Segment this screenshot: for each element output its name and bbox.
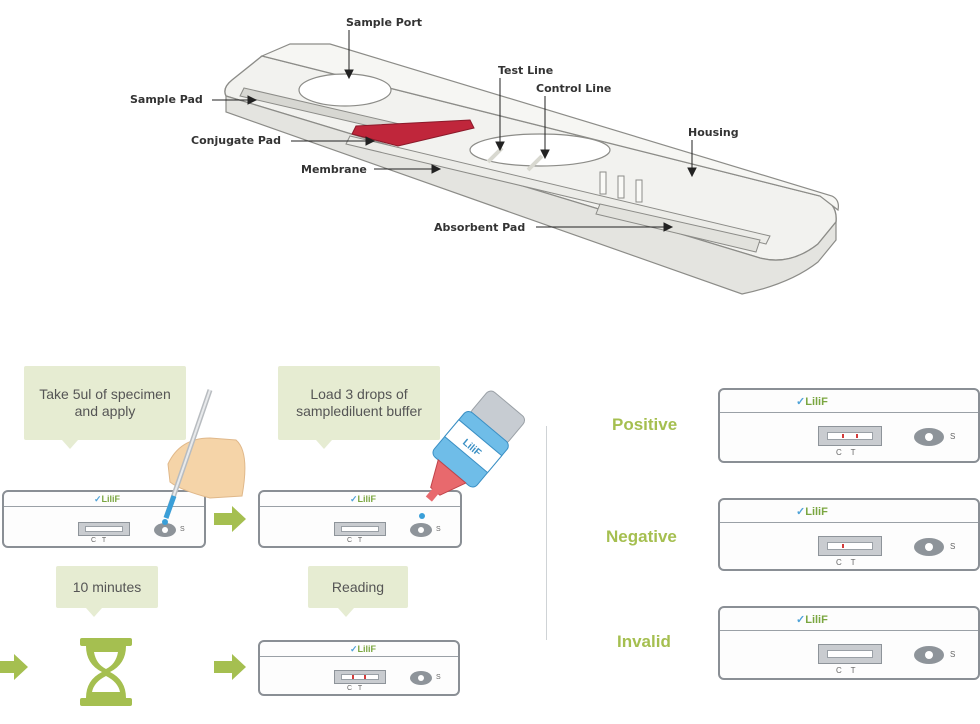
sample-port-well: [298, 73, 392, 107]
absorbent-pad-strip: [595, 203, 761, 253]
sample-port: [914, 428, 944, 446]
step2-text: Load 3 drops of samplediluent buffer: [296, 386, 422, 419]
result-window: [818, 536, 882, 556]
test-line: [364, 675, 366, 679]
section-divider: [546, 426, 547, 640]
housing-rib: [617, 175, 625, 199]
control-line: [842, 434, 844, 438]
cassette-brand: ✓LiliF: [796, 506, 828, 518]
cassette-brand: ✓LiliF: [796, 396, 828, 408]
cassette-step2: ✓LiliF C T S: [258, 490, 462, 548]
step3-bubble: 10 minutes: [56, 566, 158, 617]
cassette-brand: ✓LiliF: [94, 494, 120, 505]
result-negative-label: Negative: [606, 527, 677, 546]
result-window-opening: [469, 133, 611, 167]
result-window: [818, 644, 882, 664]
sample-port: [914, 538, 944, 556]
label-conjugate-pad: Conjugate Pad: [191, 134, 281, 147]
housing-rib: [635, 179, 643, 203]
cassette-positive: ✓LiliF C T S: [718, 388, 980, 463]
label-test-line: Test Line: [498, 64, 554, 77]
step3-text: 10 minutes: [72, 579, 142, 595]
ct-labels: C T: [347, 537, 363, 544]
label-sample-port: Sample Port: [346, 16, 423, 29]
s-label: S: [950, 650, 956, 659]
conjugate-pad-strip: [351, 119, 475, 147]
bubble-tail: [338, 608, 354, 617]
hourglass-icon: [80, 638, 132, 706]
cassette-brand: ✓LiliF: [350, 644, 377, 654]
test-line: [856, 434, 858, 438]
ct-labels: C T: [836, 448, 856, 457]
bubble-tail: [316, 440, 332, 449]
cassette-divider: [4, 506, 204, 507]
result-window: [334, 522, 386, 536]
bubble-tail: [86, 608, 102, 617]
arrow-right-icon: [0, 654, 28, 680]
ct-labels: C T: [347, 685, 363, 692]
step4-bubble: Reading: [308, 566, 408, 617]
arrow-right-icon: [214, 654, 246, 680]
cassette-divider: [260, 506, 460, 507]
cassette-step1: ✓LiliF C T S: [2, 490, 206, 548]
cassette-divider: [720, 522, 978, 523]
label-sample-pad: Sample Pad: [130, 93, 203, 106]
sample-port: [154, 523, 176, 537]
result-window: [818, 426, 882, 446]
control-line: [842, 544, 844, 548]
cassette-brand: ✓LiliF: [796, 614, 828, 626]
cassette-divider: [720, 412, 978, 413]
arrow-right-icon: [214, 506, 246, 532]
control-line: [352, 675, 354, 679]
s-label: S: [950, 542, 956, 551]
s-label: S: [950, 432, 956, 441]
step1-text: Take 5ul of specimen and apply: [39, 386, 171, 419]
sample-port: [410, 523, 432, 537]
result-positive-label: Positive: [612, 415, 678, 434]
housing-rim: [260, 43, 839, 212]
s-label: S: [180, 526, 185, 533]
cassette-negative: ✓LiliF C T S: [718, 498, 980, 571]
cassette-divider: [720, 630, 978, 631]
window-inner: [85, 526, 123, 532]
label-absorbent-pad: Absorbent Pad: [434, 221, 526, 234]
label-membrane: Membrane: [301, 163, 367, 176]
ct-labels: C T: [836, 558, 856, 567]
ct-labels: C T: [91, 537, 107, 544]
housing-rib: [599, 171, 607, 195]
result-window: [78, 522, 130, 536]
label-housing: Housing: [688, 126, 739, 139]
brand-text: LiliF: [101, 494, 121, 504]
cassette-invalid: ✓LiliF C T S: [718, 606, 980, 680]
sample-port: [410, 671, 432, 685]
label-control-line: Control Line: [536, 82, 612, 95]
hand-pipette-icon: [162, 389, 246, 525]
result-window: [334, 670, 386, 684]
s-label: S: [436, 526, 441, 533]
cassette-reading: ✓LiliF C T S: [258, 640, 460, 696]
bubble-tail: [62, 440, 78, 449]
control-line-mark: [526, 154, 544, 172]
step4-text: Reading: [331, 579, 385, 595]
cassette-divider: [260, 656, 458, 657]
s-label: S: [436, 674, 441, 681]
sample-port: [914, 646, 944, 664]
dropper-bottle-icon: LiliF: [419, 390, 525, 519]
result-invalid-label: Invalid: [617, 632, 671, 651]
lateral-flow-device-diagram: [212, 30, 839, 295]
leaf-icon: ✓: [94, 494, 102, 504]
step2-bubble: Load 3 drops of samplediluent buffer: [278, 366, 440, 449]
step1-bubble: Take 5ul of specimen and apply: [24, 366, 186, 449]
ct-labels: C T: [836, 666, 856, 675]
cassette-brand: ✓LiliF: [350, 494, 377, 504]
